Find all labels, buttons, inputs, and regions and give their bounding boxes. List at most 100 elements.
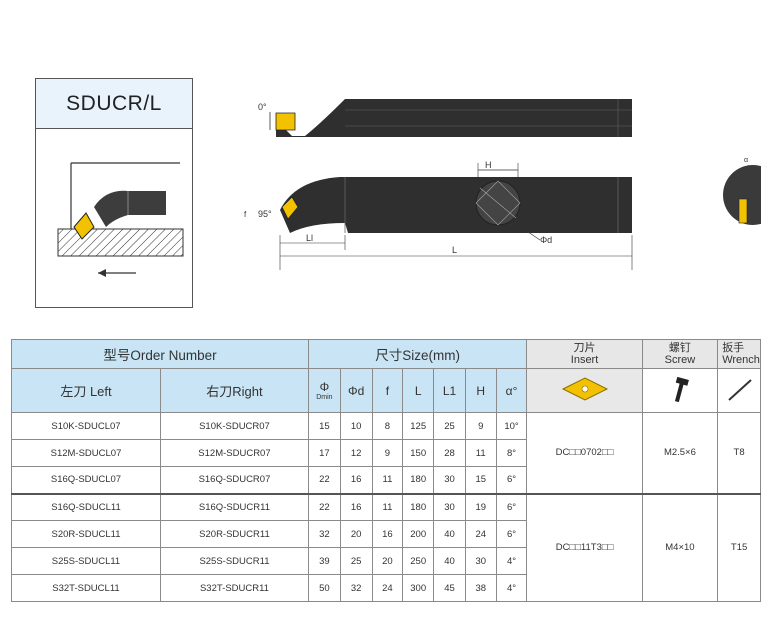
col-phid: Φd: [339, 368, 373, 413]
wrench-image: [717, 368, 761, 413]
dim-phid-label: Φd: [540, 235, 552, 245]
table-cell: 16: [339, 466, 373, 494]
boring-illustration: [57, 162, 184, 277]
table-cell: 15: [464, 466, 497, 494]
table-cell: 6°: [495, 492, 528, 521]
table-cell: 45: [433, 574, 466, 602]
product-title: SDUCR/L: [36, 79, 192, 129]
size-header: 尺寸Size(mm): [307, 339, 528, 369]
table-cell: 32: [339, 574, 373, 602]
table-cell: S25S-SDUCR11: [159, 547, 309, 575]
table-cell: S25S-SDUCL11: [11, 547, 161, 575]
table-cell: 32: [307, 520, 341, 548]
dim-l-label: L: [452, 245, 457, 255]
table-cell: 20: [371, 547, 404, 575]
front-view-drawing: α: [723, 157, 761, 225]
right-header: 右刀Right: [159, 368, 309, 413]
table-cell: 16: [339, 492, 373, 521]
table-cell: 40: [433, 520, 466, 548]
table-cell: 8°: [495, 439, 528, 467]
table-cell: 11: [371, 466, 404, 494]
table-cell: 25: [339, 547, 373, 575]
left-header: 左刀 Left: [11, 368, 161, 413]
table-cell: 22: [307, 466, 341, 494]
table-cell: S16Q-SDUCL11: [11, 492, 161, 521]
table-cell: 15: [307, 412, 341, 440]
table-cell: 16: [371, 520, 404, 548]
insert-icon: [561, 377, 608, 401]
table-cell: 30: [464, 547, 497, 575]
table-cell: 11: [371, 492, 404, 521]
screw-code-group1: M2.5×6: [641, 412, 719, 494]
col-h: H: [464, 368, 497, 413]
table-cell: 19: [464, 492, 497, 521]
table-cell: S16Q-SDUCL07: [11, 466, 161, 494]
angle-side-label: 95°: [258, 209, 272, 219]
angle-top-label: 0°: [258, 102, 267, 112]
table-cell: 28: [433, 439, 466, 467]
table-cell: S32T-SDUCL11: [11, 574, 161, 602]
insert-code-group2: DC□□11T3□□: [526, 492, 643, 602]
table-cell: 200: [402, 520, 435, 548]
table-cell: 4°: [495, 547, 528, 575]
side-view-drawing: H 95° f Φd Ll L: [244, 160, 633, 270]
dim-f-label: f: [244, 210, 247, 219]
table-cell: 40: [433, 547, 466, 575]
table-cell: 25: [433, 412, 466, 440]
title-card: SDUCR/L: [35, 78, 193, 308]
table-cell: 11: [464, 439, 497, 467]
table-cell: S12M-SDUCL07: [11, 439, 161, 467]
table-cell: 39: [307, 547, 341, 575]
table-cell: S20R-SDUCL11: [11, 520, 161, 548]
table-cell: 30: [433, 492, 466, 521]
insert-image: [526, 368, 643, 413]
table-cell: S10K-SDUCR07: [159, 412, 309, 440]
table-cell: 4°: [495, 574, 528, 602]
table-cell: 180: [402, 466, 435, 494]
screw-code-group2: M4×10: [641, 492, 719, 602]
table-cell: 9: [464, 412, 497, 440]
table-cell: S32T-SDUCR11: [159, 574, 309, 602]
wrench-code-group2: T15: [717, 492, 761, 602]
table-cell: 10°: [495, 412, 528, 440]
dim-alpha-label: α: [744, 157, 748, 164]
insert-code-group1: DC□□0702□□: [526, 412, 643, 494]
table-cell: 6°: [495, 466, 528, 494]
table-cell: S16Q-SDUCR11: [159, 492, 309, 521]
order-number-header: 型号Order Number: [11, 339, 309, 369]
table-cell: 300: [402, 574, 435, 602]
table-cell: 24: [371, 574, 404, 602]
table-cell: 30: [433, 466, 466, 494]
table-cell: S10K-SDUCL07: [11, 412, 161, 440]
table-cell: 10: [339, 412, 373, 440]
table-cell: 24: [464, 520, 497, 548]
table-cell: 20: [339, 520, 373, 548]
col-l: L: [402, 368, 435, 413]
table-cell: 22: [307, 492, 341, 521]
screw-icon: [674, 376, 689, 403]
table-cell: S12M-SDUCR07: [159, 439, 309, 467]
col-f: f: [371, 368, 404, 413]
table-cell: 125: [402, 412, 435, 440]
table-cell: 12: [339, 439, 373, 467]
table-cell: 6°: [495, 520, 528, 548]
screw-image: [641, 368, 719, 413]
table-cell: 180: [402, 492, 435, 521]
table-cell: 38: [464, 574, 497, 602]
table-cell: 150: [402, 439, 435, 467]
wrench-icon: [728, 379, 752, 401]
top-view-drawing: 0°: [258, 99, 632, 137]
table-cell: 50: [307, 574, 341, 602]
